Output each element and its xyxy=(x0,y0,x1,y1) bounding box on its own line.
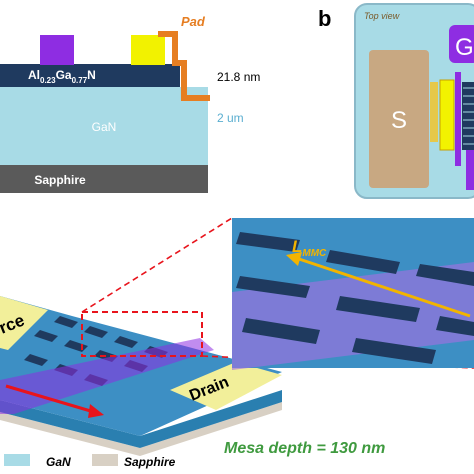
sapphire-base xyxy=(0,402,282,456)
source-pad xyxy=(369,50,429,188)
panel-b-letter: b xyxy=(318,6,331,31)
channel-arrow-head xyxy=(88,404,104,418)
sapphire-layer xyxy=(0,165,208,193)
lmmc-arrow-head xyxy=(286,252,302,266)
inset-trenches xyxy=(236,232,474,364)
pad-metal xyxy=(158,31,210,101)
mmc-trench xyxy=(24,354,48,366)
channel-arrow xyxy=(5,384,95,414)
gate-contact xyxy=(40,35,74,65)
inset-trench xyxy=(242,318,320,344)
zoom-connector-top xyxy=(81,217,233,313)
mesa-depth-label: Mesa depth = 130 nm xyxy=(224,440,385,457)
zoom-region-box xyxy=(81,311,203,357)
algan-label: Al0.23Ga0.77N xyxy=(28,68,96,85)
legend-gan-swatch xyxy=(4,454,30,466)
sapphire-label: Sapphire xyxy=(34,173,86,187)
drain-pad-edge xyxy=(466,150,474,190)
bottom-legend: GaN Sapphire xyxy=(4,454,176,469)
drain-pad-3d xyxy=(170,362,282,410)
algan-thickness-label: 21.8 nm xyxy=(217,70,260,84)
inset-trench xyxy=(416,264,474,286)
legend-sapphire-label: Sapphire xyxy=(124,455,176,469)
inset-trench xyxy=(326,250,400,274)
panel-a-cross-section: Pad Al0.23Ga0.77N 21.8 nm 2 um GaN Sapph… xyxy=(0,14,260,193)
gate-pad-label: G xyxy=(455,34,474,61)
lmmc-label: LMMC xyxy=(292,237,327,259)
mmc-array-stripes xyxy=(463,87,474,145)
source-pad-3d xyxy=(0,296,48,350)
inset-trench xyxy=(352,338,436,364)
gate-pad xyxy=(449,25,474,63)
inset-trench xyxy=(236,276,310,298)
gan-thickness-label: 2 um xyxy=(217,111,244,125)
channel-yellow-contact xyxy=(439,79,455,151)
mmc-trench xyxy=(84,326,108,338)
lmmc-arrow xyxy=(295,256,471,318)
drain-contact xyxy=(131,35,165,65)
mmc-array xyxy=(462,82,474,150)
mmc-trench xyxy=(34,330,58,342)
legend-gan-label: GaN xyxy=(46,455,71,469)
gate-finger xyxy=(455,72,461,166)
inset-trench xyxy=(436,316,474,336)
mmc-trench xyxy=(114,336,138,348)
magnified-inset: LMMC xyxy=(232,218,474,370)
gan-side xyxy=(0,390,282,448)
pad-label: Pad xyxy=(181,14,206,29)
panel-c-3d-view: rce Drain xyxy=(0,217,474,456)
source-contact-strip xyxy=(430,82,438,142)
inset-trench xyxy=(236,232,300,252)
top-view-label: Top view xyxy=(364,11,400,21)
mmc-trench xyxy=(54,316,78,328)
source-pad-label: S xyxy=(391,107,407,134)
panel-b-top-view: b Top view S G xyxy=(318,3,474,199)
legend-sapphire-swatch xyxy=(92,454,118,466)
gan-label: GaN xyxy=(92,120,117,134)
algan-layer xyxy=(0,64,180,87)
inset-trench xyxy=(336,296,420,322)
